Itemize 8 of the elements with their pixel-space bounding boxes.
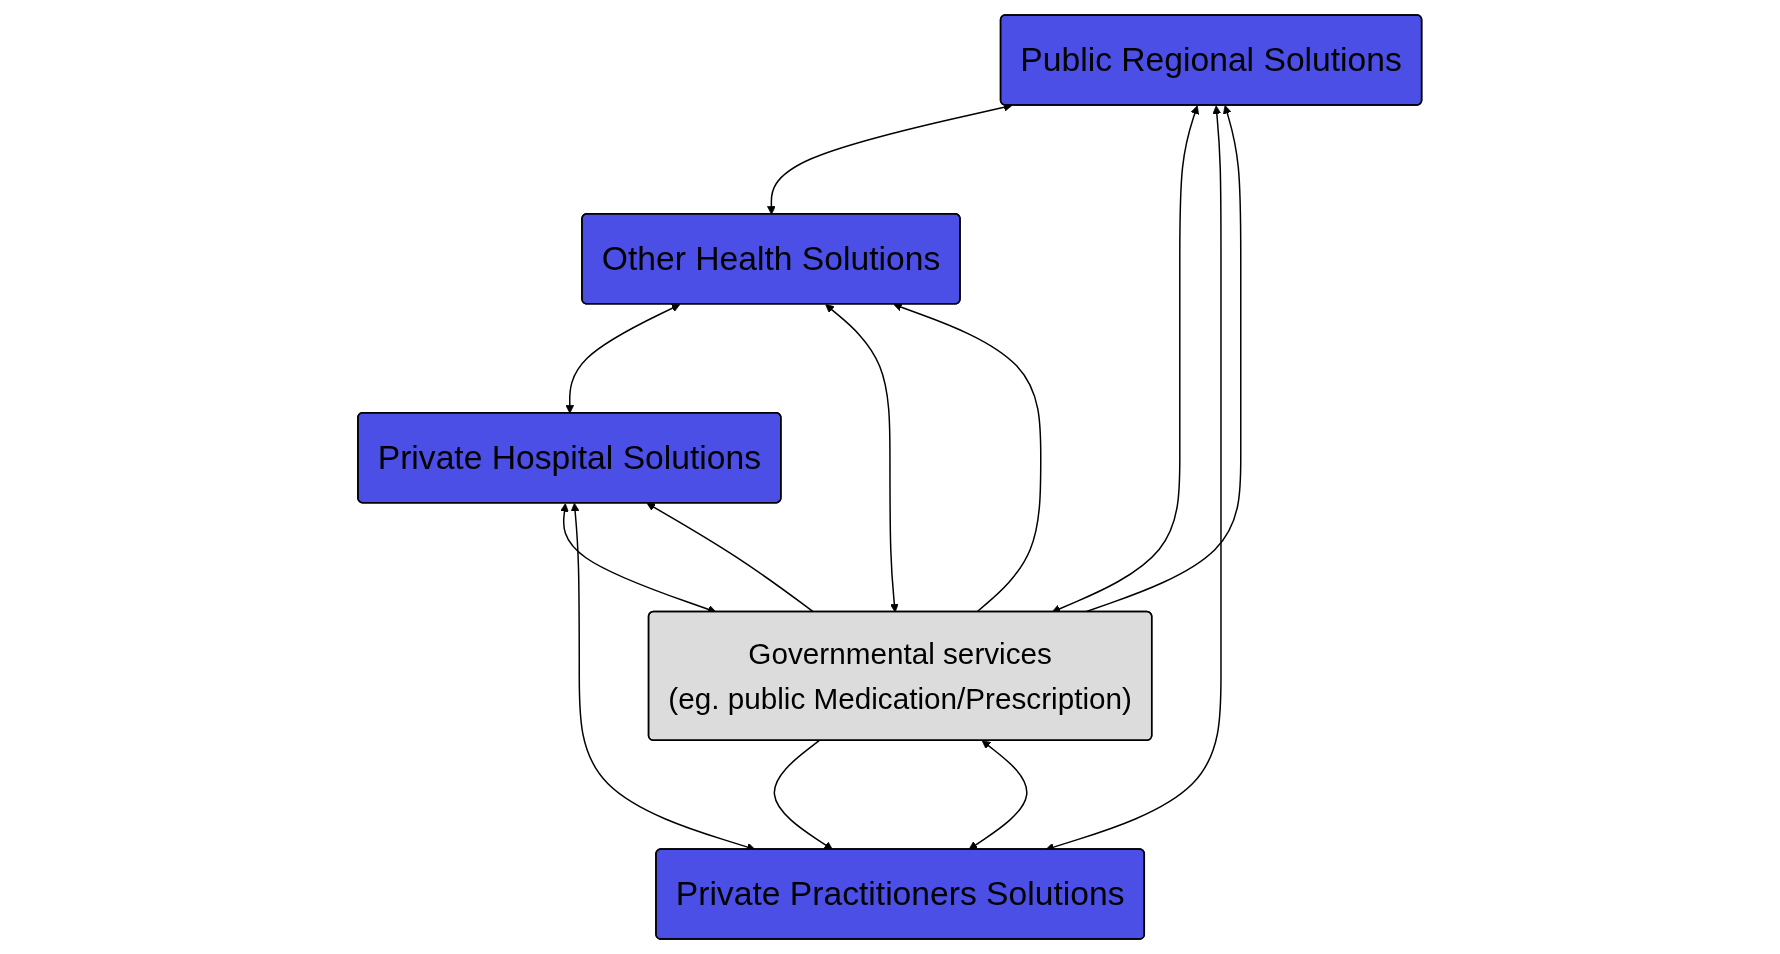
- arrow: [893, 302, 1042, 613]
- arrow: [646, 502, 815, 613]
- arrow: [968, 740, 1028, 850]
- arrow: [767, 103, 1013, 215]
- arrow: [1051, 105, 1200, 613]
- arrow: [825, 304, 899, 613]
- arrow: [565, 304, 681, 414]
- arrow: [773, 739, 834, 850]
